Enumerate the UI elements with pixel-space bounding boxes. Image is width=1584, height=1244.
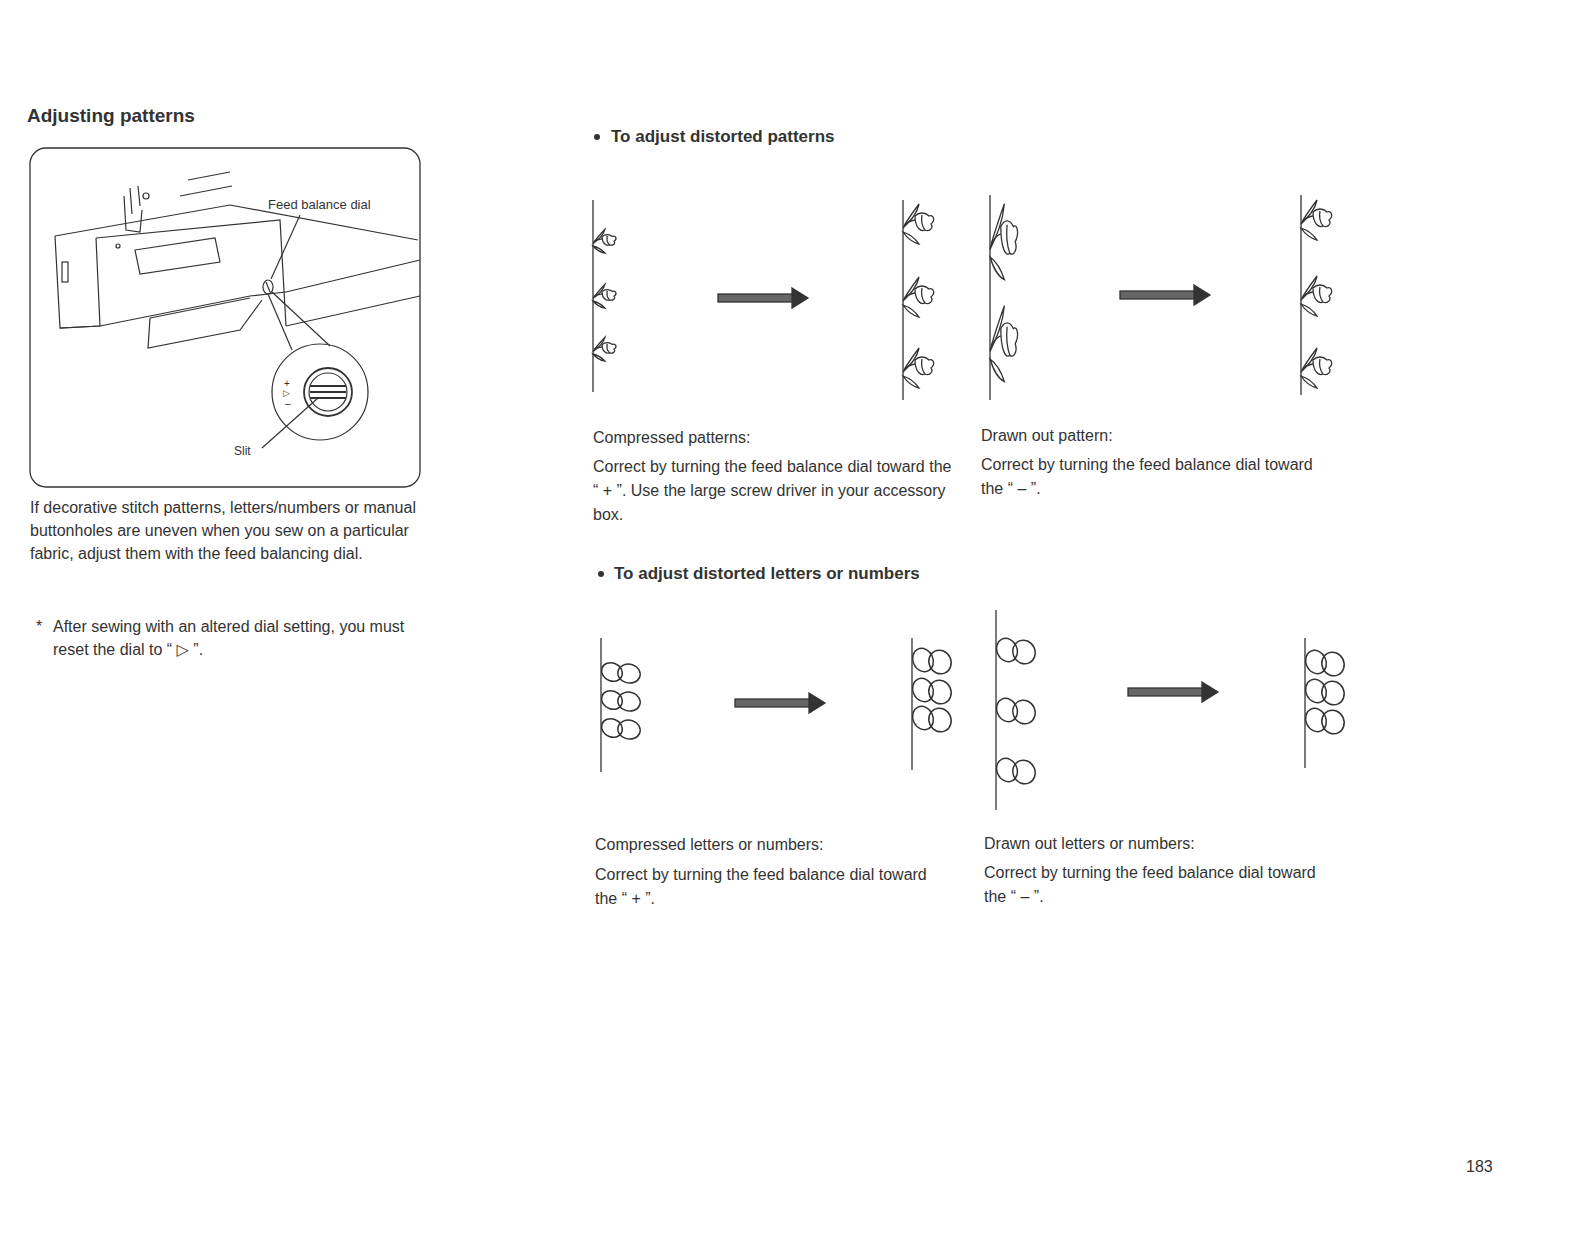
caption-heading: Compressed letters or numbers: <box>595 833 824 856</box>
caption-text: Correct by turning the feed balance dial… <box>595 863 940 911</box>
note-text: After sewing with an altered dial settin… <box>53 615 425 661</box>
bullet-dot <box>594 134 600 140</box>
section-heading: To adjust distorted letters or numbers <box>614 562 920 587</box>
section-heading: To adjust distorted patterns <box>611 125 835 150</box>
caption-heading: Drawn out letters or numbers: <box>984 832 1195 855</box>
machine-illustration <box>30 148 420 487</box>
caption-heading: Compressed patterns: <box>593 426 750 449</box>
caption-text: Correct by turning the feed balance dial… <box>593 455 958 527</box>
page-number: 183 <box>1466 1155 1493 1178</box>
note-mark: * <box>36 615 42 638</box>
dial-mark: – <box>285 397 291 412</box>
bullet-dot <box>598 571 604 577</box>
pattern-examples <box>593 195 1332 400</box>
letter-examples <box>598 610 1348 810</box>
caption-text: Correct by turning the feed balance dial… <box>981 453 1321 501</box>
caption-heading: Drawn out pattern: <box>981 424 1113 447</box>
page-heading: Adjusting patterns <box>27 102 195 130</box>
part-label: Slit <box>234 443 251 460</box>
part-label: Feed balance dial <box>268 196 371 215</box>
body-text: If decorative stitch patterns, letters/n… <box>30 496 425 565</box>
caption-text: Correct by turning the feed balance dial… <box>984 861 1324 909</box>
